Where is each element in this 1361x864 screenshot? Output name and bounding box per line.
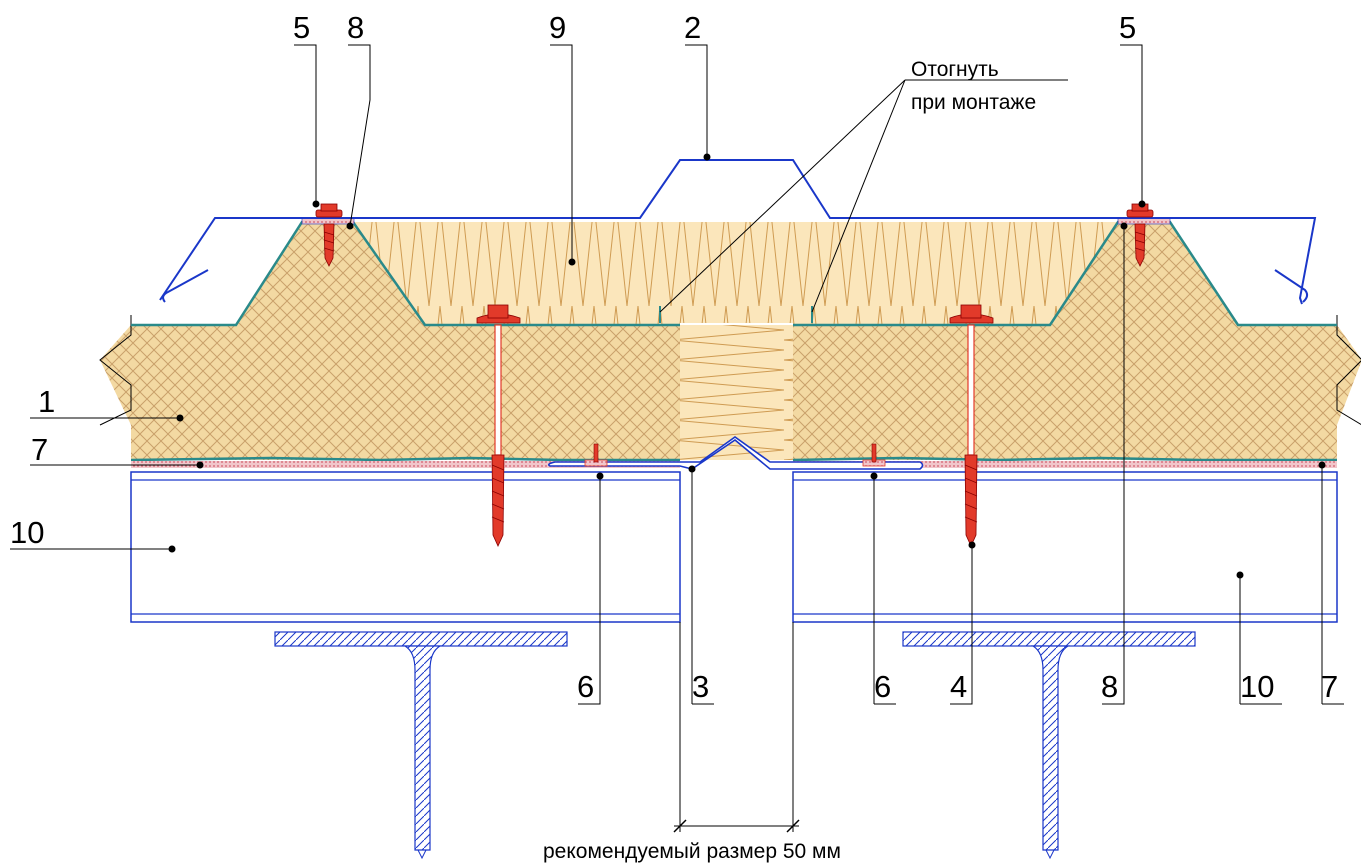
callout-8-right: 8 <box>1101 669 1118 704</box>
left-purlin <box>130 471 681 623</box>
gap-dimension <box>673 622 800 833</box>
right-long-screw <box>949 304 994 547</box>
left-rivet <box>584 443 608 467</box>
callout-6-left: 6 <box>577 669 594 704</box>
right-rivet <box>862 443 886 467</box>
bend-note-line2: при монтаже <box>911 91 1036 114</box>
callout-6-right: 6 <box>874 669 891 704</box>
left-panel-bottom-skin <box>130 456 680 462</box>
top-cover-flashing <box>159 159 1317 305</box>
right-purlin <box>792 471 1338 623</box>
right-break-line <box>1336 315 1361 425</box>
dimension-label: рекомендуемый размер 50 мм <box>543 840 841 863</box>
callout-10-right: 10 <box>1240 669 1274 704</box>
right-ridge-screw <box>1126 203 1154 267</box>
left-t-beam <box>274 631 568 860</box>
left-ridge-screw <box>315 203 343 267</box>
callout-7-left: 7 <box>31 432 48 467</box>
callout-1: 1 <box>38 384 55 419</box>
right-seal-strip <box>793 461 1337 468</box>
left-break-line <box>99 315 132 426</box>
callout-8-left: 8 <box>347 10 364 45</box>
left-seal-strip <box>131 461 680 468</box>
leader-lines <box>10 44 1344 705</box>
left-long-screw <box>476 304 521 547</box>
callout-5-left: 5 <box>293 10 310 45</box>
bend-note-line1: Отогнуть <box>911 58 999 81</box>
mineral-wool-insulation <box>353 222 1118 325</box>
callout-9: 9 <box>549 10 566 45</box>
leader-dots <box>168 153 1326 579</box>
callout-7-right: 7 <box>1321 669 1338 704</box>
right-t-beam <box>902 631 1196 860</box>
left-panel-core <box>100 222 680 460</box>
callout-10-left: 10 <box>10 515 44 550</box>
callout-5-right: 5 <box>1119 10 1136 45</box>
callout-2: 2 <box>684 10 701 45</box>
right-panel-bottom-skin <box>792 456 1337 462</box>
callout-3: 3 <box>692 669 709 704</box>
callout-4: 4 <box>950 669 967 704</box>
right-panel-core <box>793 222 1361 460</box>
